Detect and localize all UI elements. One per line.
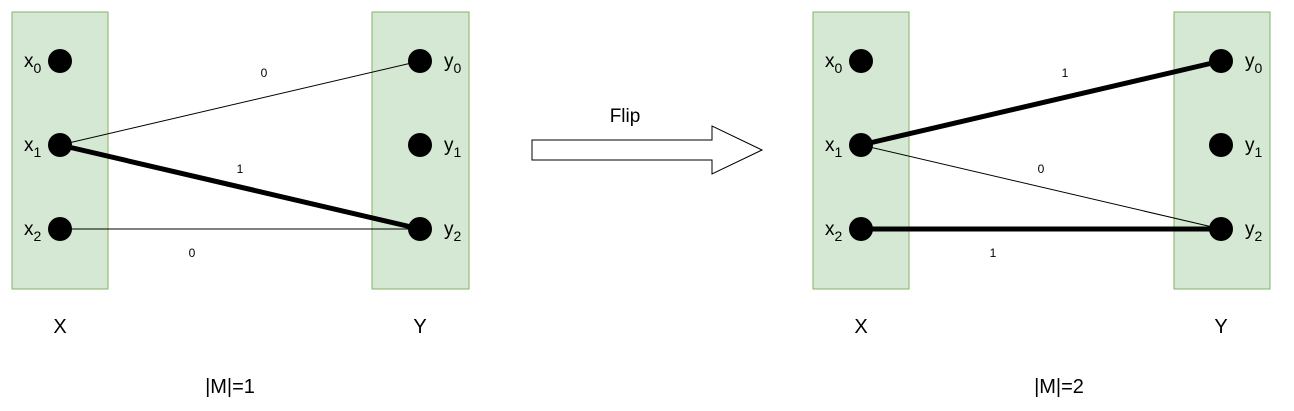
matching-size-label: |M|=1	[205, 376, 255, 398]
edge-label-x1-y0: 0	[261, 66, 268, 80]
node-x2	[849, 217, 873, 241]
flip-arrow-icon	[531, 125, 764, 175]
node-label-y0: y0	[1245, 51, 1263, 76]
node-label-y1: y1	[444, 135, 462, 160]
node-label-y0: y0	[444, 51, 462, 76]
node-label-x1: x1	[24, 135, 42, 160]
node-x2	[48, 217, 72, 241]
node-y0	[408, 49, 432, 73]
node-x1	[849, 133, 873, 157]
set-y-label: Y	[1214, 316, 1227, 338]
set-y-label: Y	[413, 316, 426, 338]
matching-size-label: |M|=2	[1034, 376, 1084, 398]
node-label-y2: y2	[444, 219, 462, 244]
set-x-label: X	[854, 316, 867, 338]
edge-label-x1-y2: 1	[237, 162, 244, 176]
node-label-y2: y2	[1245, 219, 1263, 244]
node-y1	[408, 133, 432, 157]
panel-before-flip: 0 1 0 x0 x1 x2 y0 y1 y2 X Y |M|=1	[11, 11, 470, 398]
edge-label-x1-y2: 0	[1038, 162, 1045, 176]
node-label-x2: x2	[825, 219, 843, 244]
edge-label-x2-y2: 1	[990, 246, 997, 260]
edge-label-x2-y2: 0	[189, 246, 196, 260]
panel-after-flip: 1 0 1 x0 x1 x2 y0 y1 y2 X Y |M|=2	[812, 11, 1271, 398]
node-y2	[1209, 217, 1233, 241]
node-label-y1: y1	[1245, 135, 1263, 160]
node-x0	[849, 49, 873, 73]
flip-label: Flip	[610, 106, 641, 127]
flip-arrow-group: Flip	[531, 106, 764, 175]
node-x0	[48, 49, 72, 73]
node-label-x0: x0	[825, 51, 843, 76]
node-y0	[1209, 49, 1233, 73]
node-label-x0: x0	[24, 51, 42, 76]
edge-x1-y0	[59, 60, 421, 146]
node-y1	[1209, 133, 1233, 157]
edge-x1-y2	[59, 142, 421, 232]
set-x-label: X	[53, 316, 66, 338]
edge-x1-y0	[860, 58, 1222, 148]
edge-x1-y2	[860, 144, 1222, 230]
node-y2	[408, 217, 432, 241]
node-label-x1: x1	[825, 135, 843, 160]
edge-label-x1-y0: 1	[1062, 66, 1069, 80]
node-label-x2: x2	[24, 219, 42, 244]
node-x1	[48, 133, 72, 157]
